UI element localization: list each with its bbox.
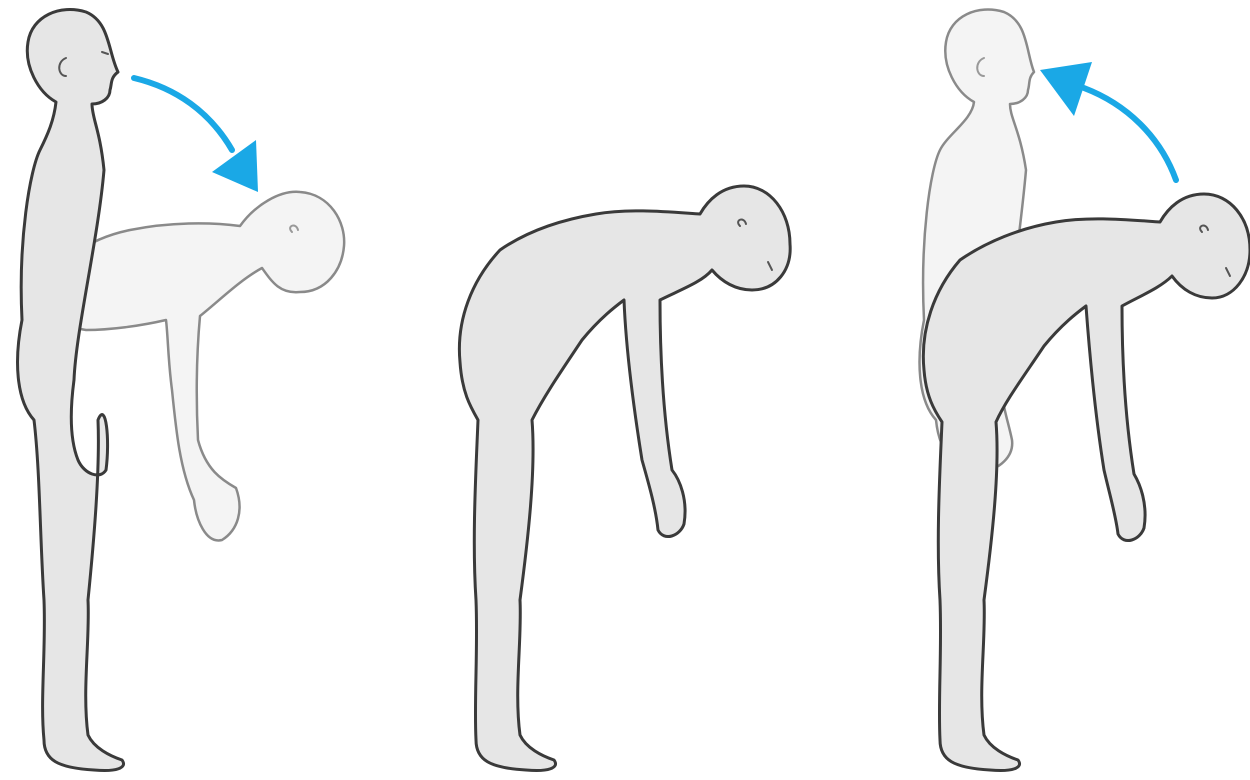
panel-2 — [459, 186, 790, 771]
bent-figure-returning — [923, 194, 1250, 771]
panel-1 — [18, 10, 345, 771]
bent-figure — [459, 186, 790, 771]
bend-forward-arrow — [134, 78, 232, 150]
panel-3 — [920, 10, 1250, 771]
standing-figure — [18, 10, 124, 771]
bend-forward-arrowhead — [212, 140, 258, 192]
return-upright-arrow — [1084, 88, 1176, 180]
